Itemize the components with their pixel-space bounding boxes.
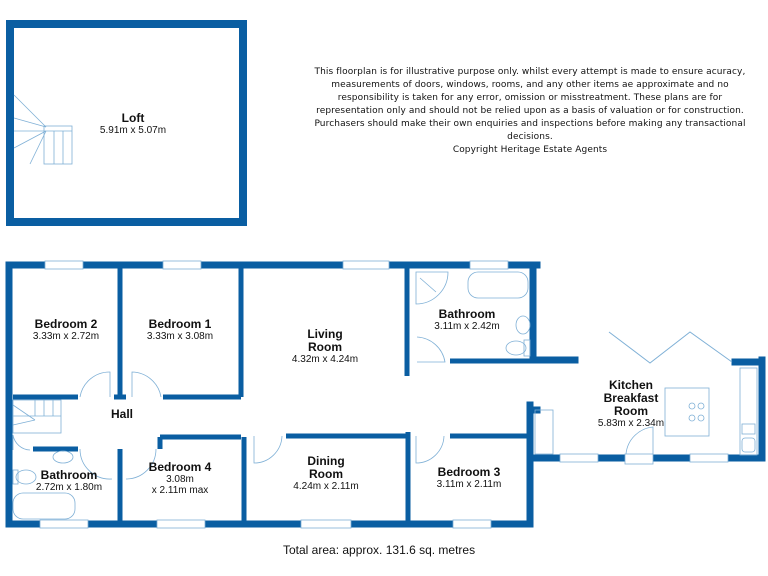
- room-dimensions: 3.08m: [166, 474, 194, 485]
- loft-floor: [6, 20, 247, 226]
- room-name: Hall: [110, 407, 134, 421]
- room-dimensions: 3.33m x 2.72m: [32, 331, 100, 342]
- room-label-bedroom-4: Bedroom 4 3.08m x 2.11m max: [148, 460, 212, 497]
- room-name: Bathroom: [40, 468, 98, 482]
- room-name: Bedroom 4: [148, 460, 212, 474]
- room-dimensions: 5.83m x 2.34m: [597, 418, 665, 429]
- interior-walls: [13, 268, 533, 521]
- room-label-bathroom-small: Bathroom 2.72m x 1.80m: [35, 468, 103, 494]
- room-label-loft: Loft 5.91m x 5.07m: [99, 111, 167, 137]
- loft-stairs-icon: [13, 94, 73, 165]
- disclaimer-body: This floorplan is for illustrative purpo…: [314, 67, 746, 142]
- disclaimer-text: This floorplan is for illustrative purpo…: [310, 66, 750, 157]
- room-dimensions: 2.72m x 1.80m: [35, 482, 103, 493]
- room-dimensions: 5.91m x 5.07m: [99, 125, 167, 136]
- room-label-living-room: Living Room 4.32m x 4.24m: [291, 327, 359, 366]
- room-label-bedroom-2: Bedroom 2 3.33m x 2.72m: [32, 317, 100, 343]
- room-dimensions: 4.24m x 2.11m: [293, 481, 359, 492]
- room-dimensions-cont: x 2.11m max: [151, 485, 209, 496]
- room-label-bedroom-1: Bedroom 1 3.33m x 3.08m: [146, 317, 214, 343]
- room-name: Living: [307, 327, 343, 341]
- room-name-cont: Room: [309, 467, 343, 481]
- room-label-kitchen: Kitchen Breakfast Room 5.83m x 2.34m: [597, 378, 665, 430]
- room-label-hall: Hall: [111, 408, 133, 421]
- room-name-cont2: Room: [614, 404, 648, 418]
- copyright-line: Copyright Heritage Estate Agents: [452, 145, 608, 155]
- room-name: Kitchen: [608, 378, 653, 392]
- room-name: Bedroom 1: [148, 317, 212, 331]
- room-label-bedroom-3: Bedroom 3 3.11m x 2.11m: [436, 465, 502, 491]
- room-name-cont: Breakfast: [603, 391, 659, 405]
- room-name: Bathroom: [438, 307, 496, 321]
- room-label-dining-room: Dining Room 4.24m x 2.11m: [293, 454, 359, 493]
- room-dimensions: 4.32m x 4.24m: [291, 354, 359, 365]
- room-name-cont: Room: [308, 340, 342, 354]
- room-dimensions: 3.33m x 3.08m: [146, 331, 214, 342]
- room-dimensions: 3.11m x 2.11m: [436, 479, 502, 490]
- room-name: Bedroom 2: [34, 317, 98, 331]
- fixtures: [12, 271, 758, 520]
- bifold-doors-icon: [608, 331, 733, 364]
- room-dimensions: 3.11m x 2.42m: [434, 321, 500, 332]
- windows: [39, 260, 729, 529]
- room-name: Bedroom 3: [437, 465, 501, 479]
- total-area: Total area: approx. 131.6 sq. metres: [283, 543, 476, 557]
- doors: [12, 336, 654, 480]
- room-label-bathroom-main: Bathroom 3.11m x 2.42m: [434, 307, 500, 333]
- room-name: Dining: [307, 454, 345, 468]
- room-name: Loft: [121, 111, 145, 125]
